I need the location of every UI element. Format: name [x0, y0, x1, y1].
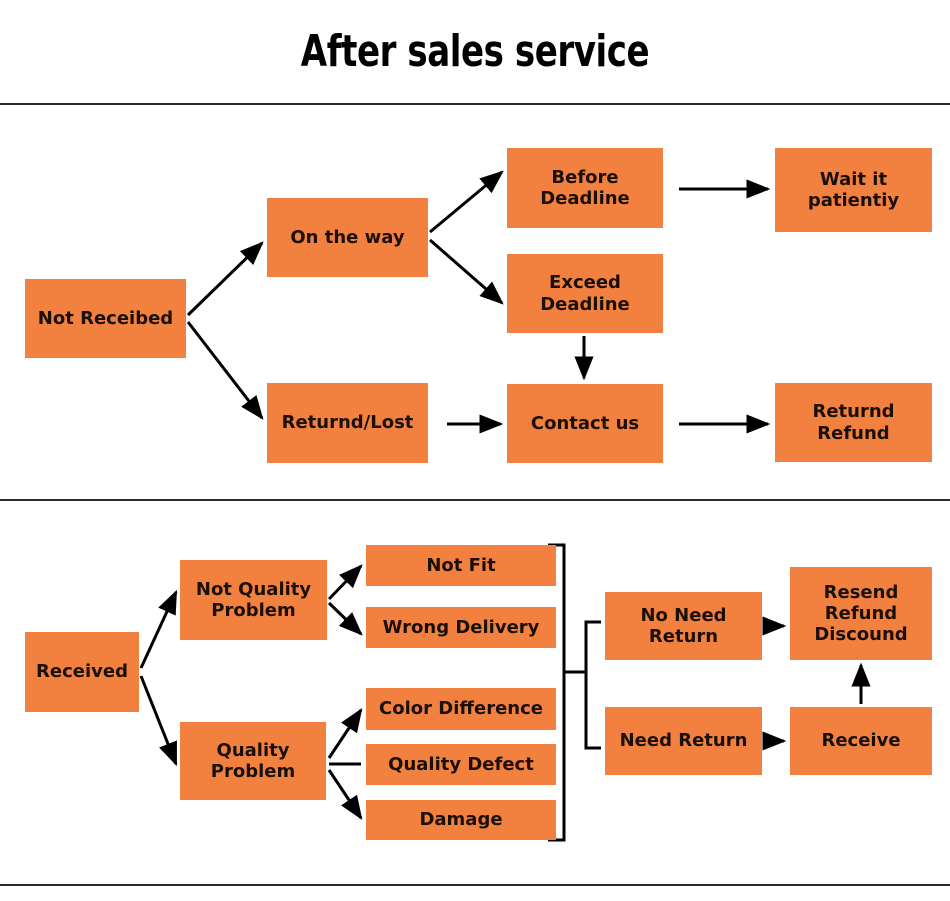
node-quality-problem[interactable]: Quality Problem [180, 722, 326, 800]
node-wait-it-patientiy[interactable]: Wait it patientiy [775, 148, 932, 232]
edge-on-the-way-to-exceed-deadline [429, 238, 504, 305]
node-not-receibed[interactable]: Not Receibed [25, 279, 186, 358]
edge-on-the-way-to-before-deadline [429, 170, 504, 234]
node-returnd-refund[interactable]: Returnd Refund [775, 383, 932, 462]
node-quality-defect[interactable]: Quality Defect [366, 744, 556, 785]
node-color-difference[interactable]: Color Difference [366, 688, 556, 730]
edge-not-quality-problem-to-wrong-delivery [327, 601, 363, 636]
split-to-need-return [584, 672, 601, 750]
divider-between-sections [0, 499, 950, 501]
node-damage[interactable]: Damage [366, 800, 556, 840]
divider-bottom [0, 884, 950, 886]
node-before-deadline[interactable]: Before Deadline [507, 148, 663, 228]
node-not-fit[interactable]: Not Fit [366, 545, 556, 586]
edge-received-to-quality-problem [139, 675, 178, 767]
edge-quality-problem-to-color-difference [327, 708, 363, 759]
node-returnd-lost[interactable]: Returnd/Lost [267, 383, 428, 463]
node-contact-us[interactable]: Contact us [507, 384, 663, 463]
split-to-no-need-return [584, 620, 601, 672]
edge-not-receibed-to-returnd-lost [186, 321, 264, 420]
node-not-quality-problem[interactable]: Not Quality Problem [180, 560, 327, 640]
node-exceed-deadline[interactable]: Exceed Deadline [507, 254, 663, 333]
node-wrong-delivery[interactable]: Wrong Delivery [366, 607, 556, 648]
edge-quality-problem-to-damage [327, 769, 363, 820]
node-on-the-way[interactable]: On the way [267, 198, 428, 277]
node-resend-refund-discound[interactable]: Resend Refund Discound [790, 567, 932, 660]
edge-received-to-not-quality-problem [139, 589, 178, 669]
divider-under-title [0, 103, 950, 105]
node-received[interactable]: Received [25, 632, 139, 712]
page-title: After sales service [300, 26, 650, 77]
node-need-return[interactable]: Need Return [605, 707, 762, 775]
node-no-need-return[interactable]: No Need Return [605, 592, 762, 660]
node-receive[interactable]: Receive [790, 707, 932, 775]
edge-not-quality-problem-to-not-fit [327, 564, 363, 601]
edge-not-receibed-to-on-the-way [186, 241, 264, 317]
